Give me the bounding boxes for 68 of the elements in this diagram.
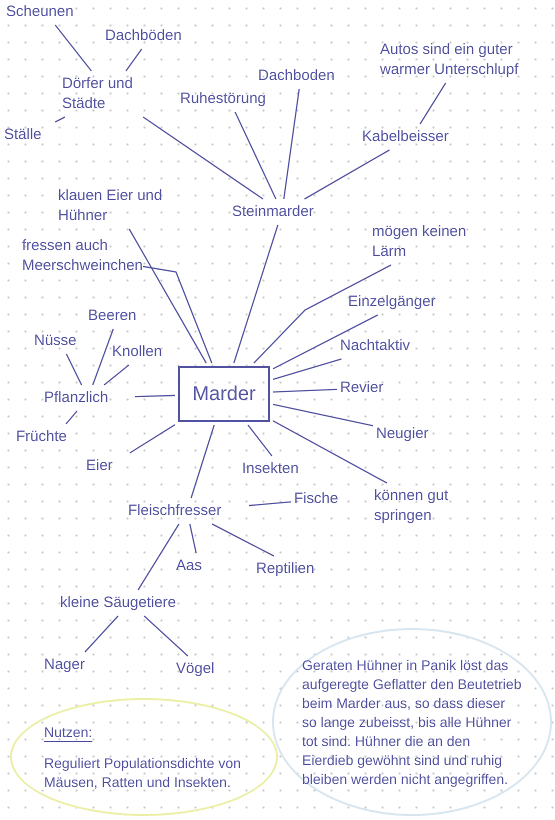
connector-line: [84, 616, 119, 652]
connector-line: [189, 524, 197, 554]
topic-label: Dachboden: [258, 66, 344, 86]
connector-line: [420, 82, 446, 124]
connector-line: [66, 410, 78, 424]
connector-line: [272, 358, 342, 380]
note-text: Geraten Hühner in Panik löst das aufgeregte Geflatter den Beutetrieb beim Marder aus, so dass dieser so lange zubeisst, bis alle Hühner tot sind. Hühner die an den Eierdieb gewöhnt sind und ruhig bleiben werden nicht angegriffen.: [302, 656, 522, 788]
topic-label: fressen auch Meerschweinchen: [22, 236, 140, 276]
note-bubble: [272, 628, 552, 816]
connector-line: [125, 48, 142, 72]
topic-label: Neugier: [376, 424, 448, 444]
topic-label: Nager: [44, 655, 102, 675]
topic-label: Nüsse: [34, 331, 86, 351]
topic-label: Knollen: [112, 342, 178, 362]
connector-line: [129, 424, 176, 454]
connector-line: [144, 616, 188, 656]
topic-label: Ruhestörung: [180, 89, 278, 109]
topic-label: Steinmarder: [232, 202, 332, 222]
connector-line: [212, 523, 274, 557]
connector-line: [272, 388, 338, 393]
topic-label: Dachböden: [105, 26, 197, 46]
topic-label: Dörfer und Städte: [62, 74, 157, 114]
central-topic-box: Marder: [178, 366, 270, 422]
topic-label: Vögel: [176, 659, 228, 679]
topic-label: Revier: [340, 378, 400, 398]
connector-line: [54, 116, 66, 123]
connector-line: [138, 524, 180, 590]
connector-line: [234, 112, 276, 200]
connector-line: [104, 364, 130, 386]
topic-label: Nachtaktiv: [340, 336, 430, 356]
connector-line: [66, 354, 82, 386]
connector-line: [283, 88, 300, 200]
topic-label: Eier: [86, 456, 132, 476]
connector-line: [272, 404, 374, 426]
connector-line: [142, 116, 264, 200]
topic-label: Reptilien: [256, 559, 342, 579]
connector-line: [128, 228, 207, 364]
connector-line: [134, 394, 176, 398]
topic-label: Einzelgänger: [348, 292, 458, 312]
connector-line: [190, 424, 215, 498]
topic-label: kleine Säugetiere: [60, 593, 200, 613]
topic-label: Ställe: [4, 125, 56, 145]
connector-line: [233, 224, 278, 364]
topic-label: Früchte: [16, 427, 94, 447]
topic-label: Insekten: [242, 459, 322, 479]
topic-label: können gut springen: [374, 486, 484, 526]
topic-label: Kabelbeisser: [362, 127, 462, 147]
note-bubble: [10, 698, 278, 816]
connector-line: [253, 264, 392, 364]
connector-line: [272, 314, 378, 370]
topic-label: mögen keinen Lärm: [372, 222, 498, 262]
connector-line: [247, 424, 272, 456]
connector-line: [304, 149, 390, 200]
connector-line: [142, 266, 212, 364]
topic-label: Scheunen: [6, 2, 84, 22]
topic-label: Aas: [176, 556, 222, 576]
connector-line: [92, 328, 114, 386]
topic-label: Pflanzlich: [44, 388, 132, 408]
connector-line: [272, 420, 388, 484]
topic-label: Beeren: [88, 306, 148, 326]
connector-line: [248, 501, 292, 506]
topic-label: Fische: [294, 489, 354, 509]
connector-line: [54, 24, 92, 72]
note-heading: Nutzen:: [44, 722, 92, 742]
topic-label: Autos sind ein guter warmer Unterschlupf: [380, 40, 540, 80]
topic-label: klauen Eier und Hühner: [58, 186, 174, 226]
topic-label: Fleischfresser: [128, 501, 246, 521]
note-text: Reguliert Populationsdichte von Mäusen, Ratten und Insekten.: [44, 754, 242, 792]
